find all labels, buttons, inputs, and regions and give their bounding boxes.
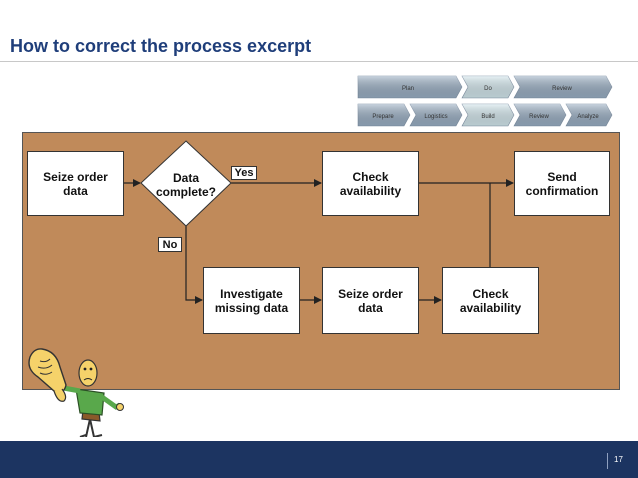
check-availability-box[interactable]: Check availability <box>322 151 419 216</box>
title-divider <box>0 61 638 62</box>
phase-logistics-label: Logistics <box>424 114 447 120</box>
phase-row-top: Plan Do Review <box>357 75 613 99</box>
phase-prepare-shade <box>358 104 410 126</box>
phase-plan-label: Plan <box>402 86 414 92</box>
phase-review-2[interactable]: Review <box>513 103 567 127</box>
phase-review-shade <box>514 76 612 98</box>
phase-row-bottom: Prepare Logistics Build Review Analyze <box>357 103 613 127</box>
phase-review-label: Review <box>552 86 572 92</box>
phase-review[interactable]: Review <box>513 75 613 99</box>
phase-do-shade <box>462 76 514 98</box>
phase-do-label: Do <box>484 86 492 92</box>
phase-build-shade <box>462 104 514 126</box>
phase-logistics-shade <box>410 104 462 126</box>
thumbs-down-mascot-icon <box>28 348 124 437</box>
footer-separator <box>607 453 608 469</box>
yes-label: Yes <box>231 166 257 180</box>
phase-review-2-label: Review <box>529 114 549 120</box>
no-label: No <box>158 237 182 252</box>
phase-review-2-shade <box>514 104 566 126</box>
decision-label: Data complete? <box>155 171 216 199</box>
phase-prepare-label: Prepare <box>372 114 394 120</box>
footer-bar <box>0 441 638 478</box>
phase-build-label: Build <box>481 114 494 120</box>
phase-analyze-shade <box>566 104 612 126</box>
phase-logistics[interactable]: Logistics <box>409 103 463 127</box>
slide-title: How to correct the process excerpt <box>10 36 312 56</box>
send-confirmation-box[interactable]: Send confirmation <box>514 151 610 216</box>
phase-analyze[interactable]: Analyze <box>565 103 613 127</box>
page-number: 17 <box>614 455 623 464</box>
phase-do[interactable]: Do <box>461 75 515 99</box>
seize-order-data-box[interactable]: Seize order data <box>27 151 124 216</box>
phase-plan[interactable]: Plan <box>357 75 463 99</box>
phase-analyze-label: Analyze <box>577 114 599 120</box>
phase-build[interactable]: Build <box>461 103 515 127</box>
seize-order-data-box-2[interactable]: Seize order data <box>322 267 419 334</box>
investigate-missing-data-box[interactable]: Investigate missing data <box>203 267 300 334</box>
phase-plan-shade <box>358 76 462 98</box>
phase-prepare[interactable]: Prepare <box>357 103 411 127</box>
phase-chevron-bar: Plan Do Review Prepare Logistics Build <box>357 75 613 127</box>
check-availability-box-2[interactable]: Check availability <box>442 267 539 334</box>
